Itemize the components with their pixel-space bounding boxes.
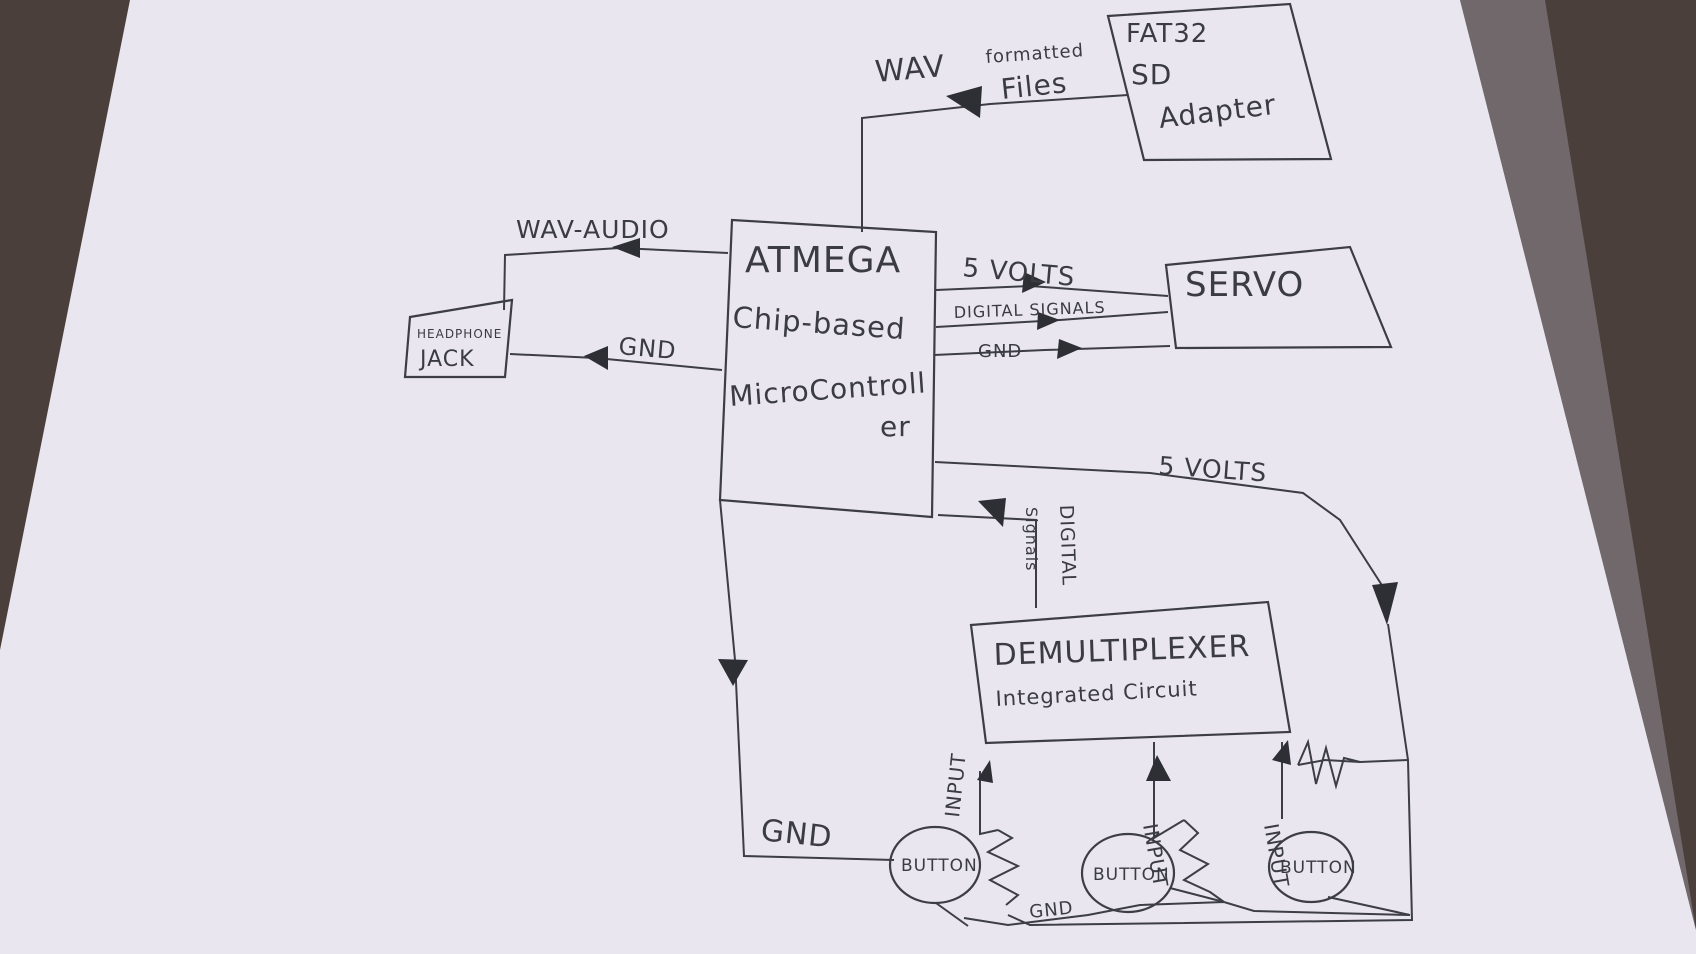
wav-audio-label: WAV-AUDIO (516, 215, 670, 244)
mcu-label-line-4: er (880, 410, 911, 443)
headphone-jack-node: HEADPHONE JACK (403, 298, 514, 379)
paper-shadow (1460, 0, 1696, 930)
button-node-2 (1080, 832, 1176, 914)
resistor-middle (1178, 819, 1225, 903)
resistor-top-right (1297, 738, 1361, 790)
jack-ground-label: GND (617, 332, 677, 365)
input-connector-1 (979, 771, 999, 836)
wav-files-label-1: WAV (874, 49, 947, 90)
button-2-link (1169, 887, 1225, 903)
input-arrow-3-icon (1272, 740, 1291, 765)
servo-ground-label: GND (978, 341, 1022, 362)
mcu-label-line-1: ATMEGA (745, 240, 901, 281)
digital-signals-connector (937, 514, 1037, 608)
bottom-ground-label: GND (1028, 897, 1074, 923)
button-label-2: BUTTON (1093, 865, 1170, 885)
servo-node: SERVO (1164, 245, 1393, 350)
input-arrow-2-icon (1146, 755, 1171, 781)
button-3-link (1327, 896, 1411, 916)
input-arrow-1-icon (977, 760, 993, 783)
sd-adapter-label-line-1: FAT32 (1126, 19, 1208, 49)
wav-audio-connector (503, 246, 729, 311)
servo-ground-connector (933, 345, 1171, 356)
left-ground-arrow-icon (718, 659, 748, 686)
headphone-jack-label-1: HEADPHONE (417, 327, 502, 341)
digital-signals-label-1: DIGITAL (1055, 504, 1080, 586)
button-node-3 (1267, 830, 1355, 904)
sd-adapter-label-line-2: SD (1131, 58, 1172, 91)
sd-to-mcu-arrow-icon (946, 86, 982, 118)
demux-5v-connector (934, 461, 1386, 591)
resistor-left (985, 829, 1021, 906)
digital-signals-arrow-icon (978, 498, 1006, 527)
sd-to-mcu-connector (861, 94, 1129, 232)
servo-label: SERVO (1185, 265, 1304, 305)
headphone-jack-label-2: JACK (418, 347, 475, 372)
button-label-3: BUTTON (1280, 858, 1357, 878)
servo-signal-arrow-icon (1037, 312, 1060, 330)
right-power-rail (1007, 623, 1414, 927)
demux-5v-arrow-icon (1372, 582, 1398, 625)
servo-ground-arrow-icon (1057, 339, 1082, 359)
servo-5v-arrow-icon (1022, 272, 1046, 293)
button-1-link (935, 902, 969, 927)
button-node-1 (888, 825, 982, 905)
button-label-1: BUTTON (901, 856, 978, 876)
left-ground-connector (719, 499, 895, 861)
wav-audio-arrow-icon (612, 238, 640, 258)
digital-signals-label-2: Signals (1022, 507, 1041, 571)
left-ground-label: GND (759, 813, 834, 855)
jack-ground-arrow-icon (584, 346, 608, 370)
button-bottom-ground-rail (963, 900, 1411, 927)
